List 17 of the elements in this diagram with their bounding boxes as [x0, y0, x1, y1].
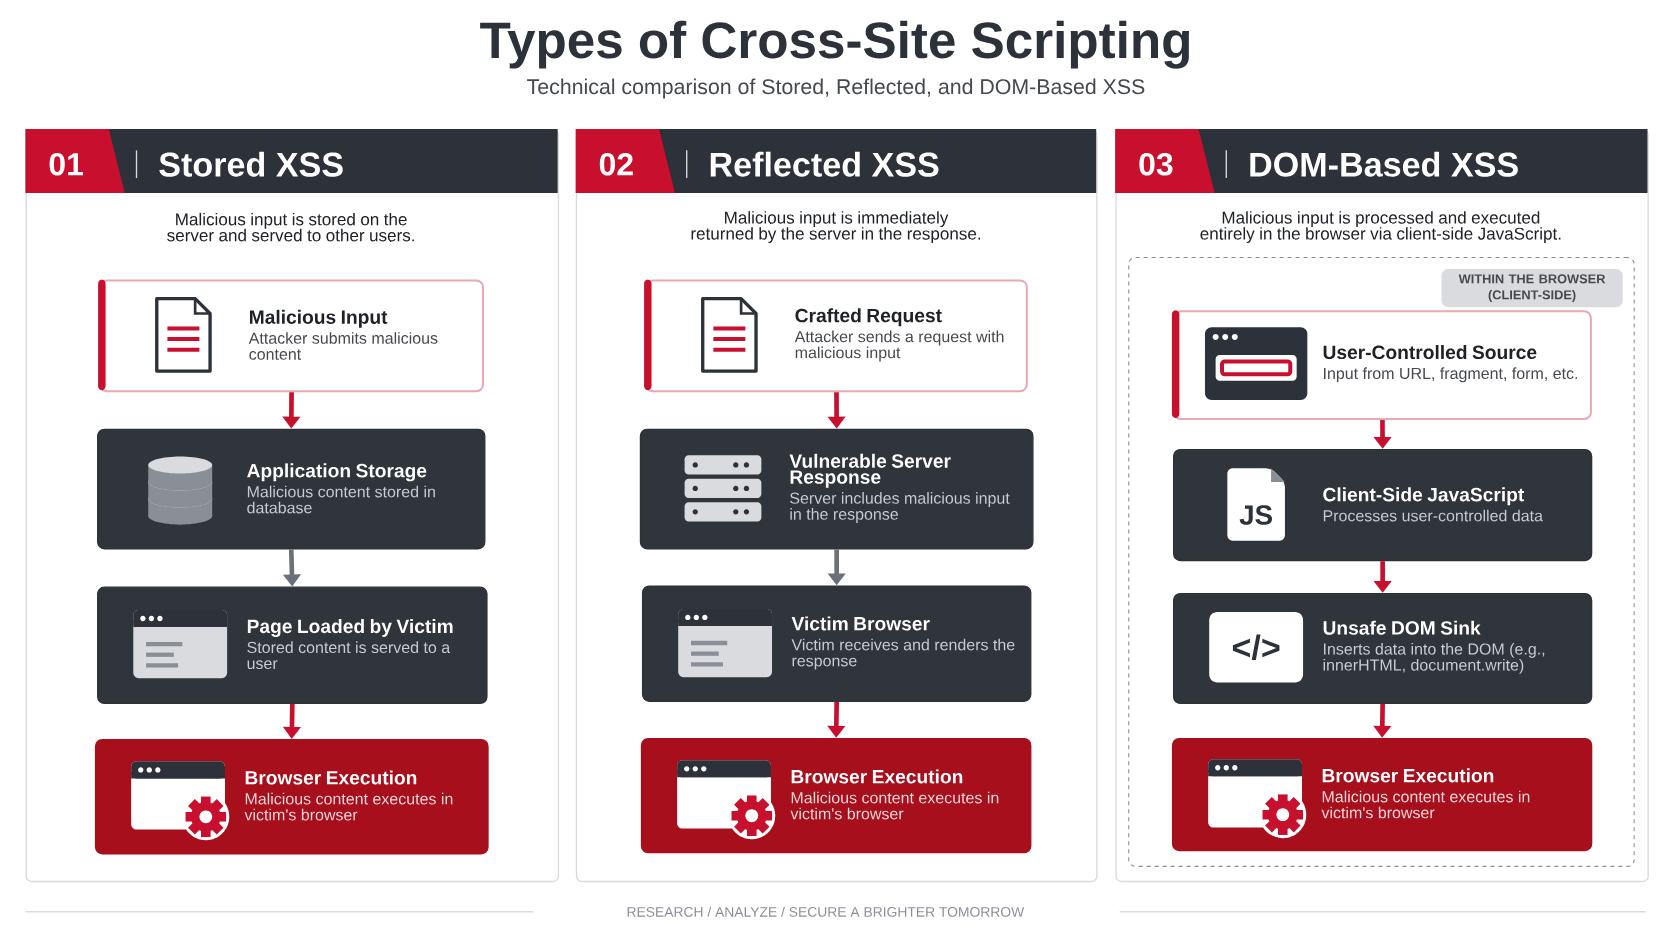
step-card: User-Controlled Source Input from URL, fragment, form, etc.: [1171, 310, 1592, 421]
step-card: Application Storage Malicious content stored in database: [97, 428, 486, 550]
subtitle: Technical comparison of Stored, Reflected, and DOM-Based XSS: [527, 78, 1145, 99]
step-card: </> Unsafe DOM Sink Inserts data into the DOM (e.g., innerHTML, document.write): [1172, 593, 1593, 705]
step-card: Victim Browser Victim receives and renders the response: [641, 585, 1032, 703]
badge: WITHIN THE BROWSER (CLIENT-SIDE): [1441, 269, 1623, 308]
tagline: RESEARCH / ANALYZE / SECURE A BRIGHTER TOMORROW: [627, 906, 1025, 918]
step-card: Crafted Request Attacker sends a request with malicious input: [644, 279, 1028, 393]
result-card: Browser Execution Malicious content executes in victim's browser: [1171, 738, 1593, 852]
result-card: Browser Execution Malicious content executes in victim's browser: [640, 738, 1032, 854]
step-card: Malicious Input Attacker submits malicious content: [98, 279, 484, 393]
title: Types of Cross-Site Scripting: [480, 21, 1189, 69]
result-card: Browser Execution Malicious content executes in victim's browser: [94, 739, 489, 855]
step-card: Vulnerable Server Response Server includes malicious input in the response: [639, 428, 1034, 550]
dashed-region: [1128, 257, 1635, 868]
step-card: JS Client-Side JavaScript Processes user-controlled data: [1172, 449, 1593, 562]
step-card: Page Loaded by Victim Stored content is served to a user: [97, 586, 488, 705]
